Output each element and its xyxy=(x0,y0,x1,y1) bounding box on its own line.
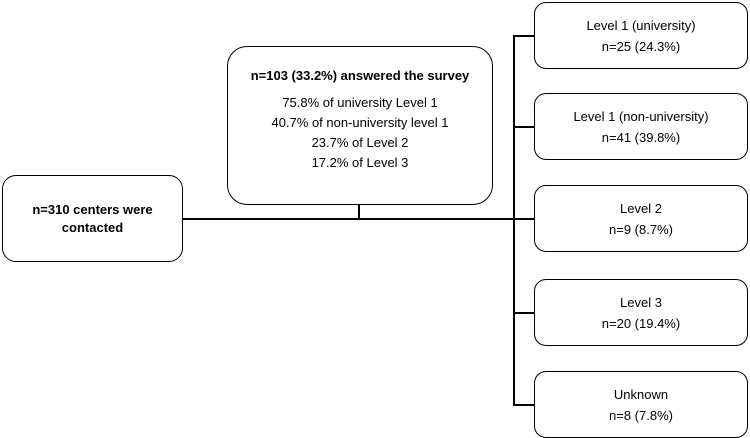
branch-level2 xyxy=(513,218,534,220)
category-box-level2: Level 2 n=9 (8.7%) xyxy=(534,185,748,252)
main-horizontal-connector xyxy=(183,218,534,220)
answered-stat-non-university-level1: 40.7% of non-university level 1 xyxy=(271,115,449,130)
answered-stat-level2: 23.7% of Level 2 xyxy=(311,135,409,150)
category-box-unknown: Unknown n=8 (7.8%) xyxy=(534,371,748,438)
category-box-level1-non-university: Level 1 (non-university) n=41 (39.8%) xyxy=(534,93,748,160)
answered-connector xyxy=(358,205,360,218)
vertical-branch-connector xyxy=(513,35,515,405)
category-count: n=8 (7.8%) xyxy=(609,407,673,423)
category-count: n=25 (24.3%) xyxy=(601,38,681,54)
contacted-centers-box: n=310 centers were contacted xyxy=(2,175,183,262)
category-box-level3: Level 3 n=20 (19.4%) xyxy=(534,279,748,346)
category-count: n=20 (19.4%) xyxy=(601,315,681,331)
category-label: Level 2 xyxy=(620,200,662,216)
branch-unknown xyxy=(513,404,534,406)
answered-stat-level3: 17.2% of Level 3 xyxy=(311,155,409,170)
category-label: Level 1 (non-university) xyxy=(573,108,709,124)
category-box-level1-university: Level 1 (university) n=25 (24.3%) xyxy=(534,2,748,69)
category-label: Level 3 xyxy=(620,294,662,310)
category-label: Level 1 (university) xyxy=(586,17,696,33)
answered-survey-box: n=103 (33.2%) answered the survey 75.8% … xyxy=(227,46,493,205)
branch-level1-non-university xyxy=(513,126,534,128)
category-label: Unknown xyxy=(613,386,669,402)
contacted-text: n=310 centers were contacted xyxy=(32,201,153,235)
category-count: n=41 (39.8%) xyxy=(601,129,681,145)
branch-level3 xyxy=(513,312,534,314)
answered-stat-university-level1: 75.8% of university Level 1 xyxy=(282,95,438,110)
answered-title: n=103 (33.2%) answered the survey xyxy=(250,68,470,83)
branch-level1-university xyxy=(513,35,534,37)
category-count: n=9 (8.7%) xyxy=(609,221,673,237)
